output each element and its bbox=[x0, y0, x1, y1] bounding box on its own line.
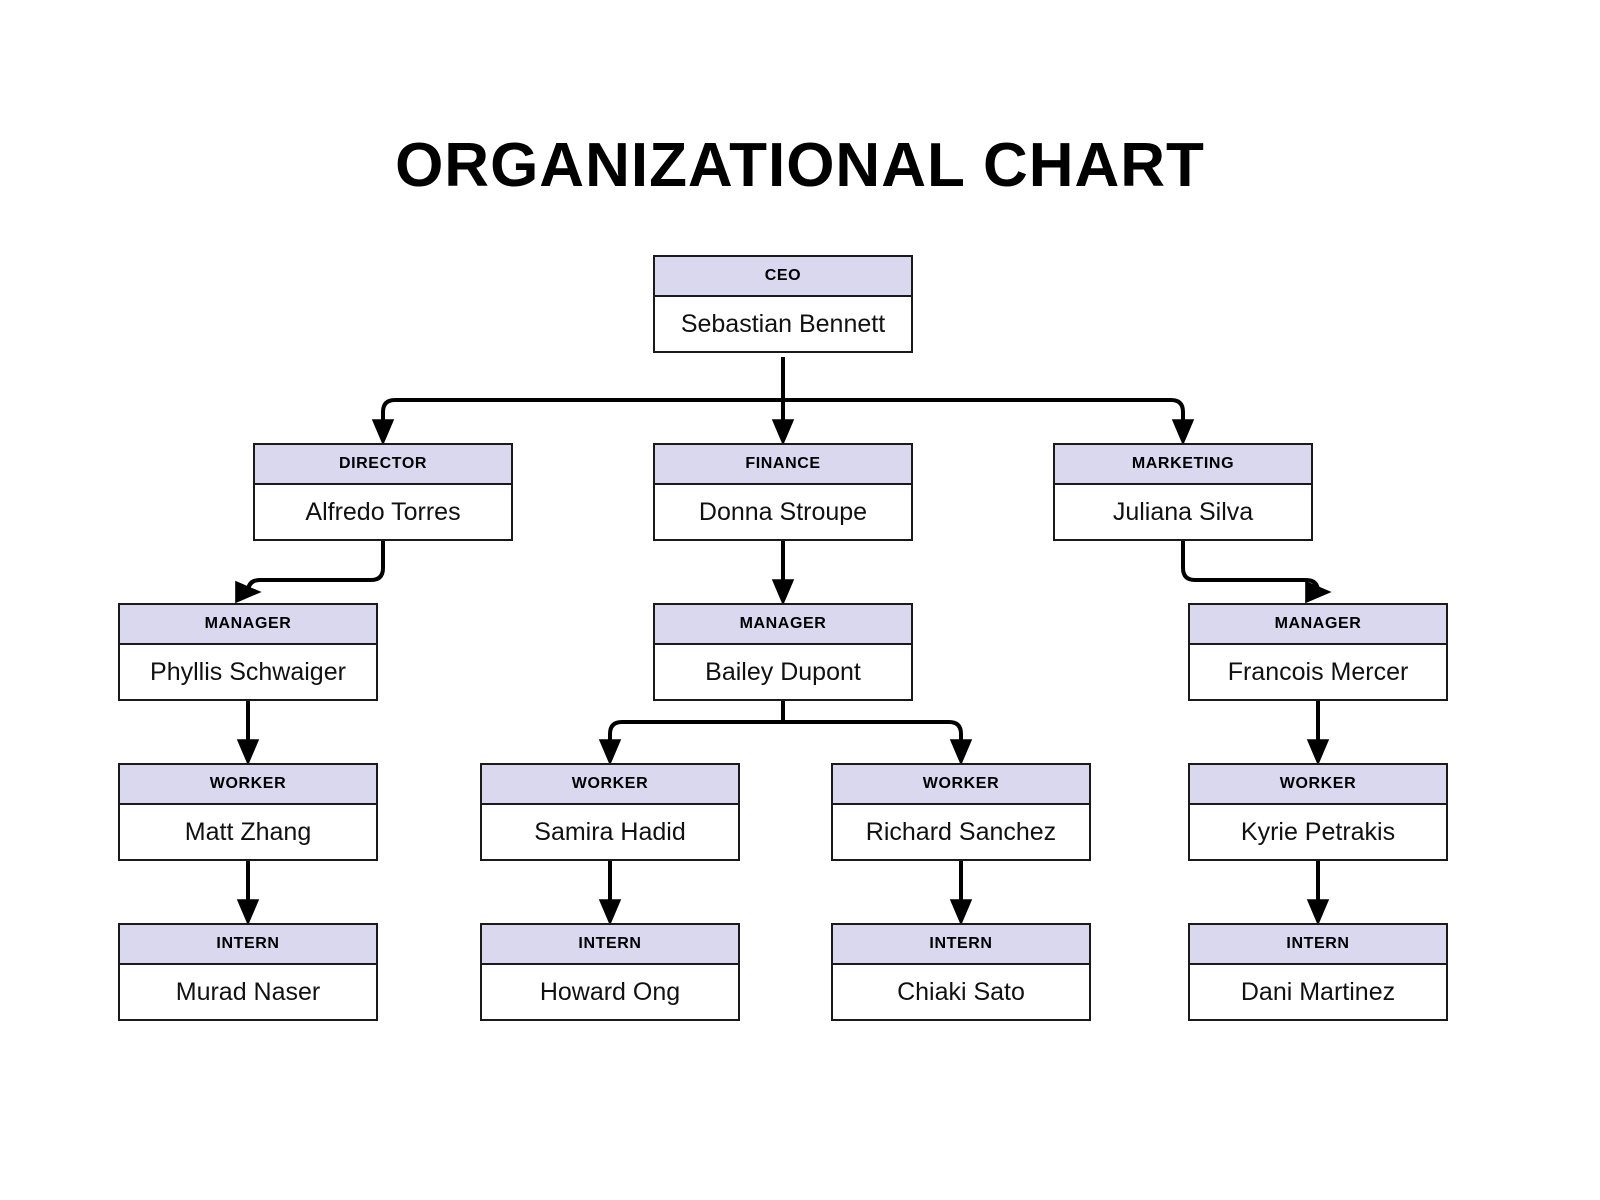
edge-marketing-manager bbox=[1181, 537, 1330, 606]
org-node-intern-1[interactable]: INTERN Murad Naser bbox=[118, 923, 378, 1021]
org-node-role: INTERN bbox=[1190, 925, 1446, 965]
org-node-name: Francois Mercer bbox=[1190, 645, 1446, 699]
org-node-name: Dani Martinez bbox=[1190, 965, 1446, 1019]
org-node-role: MANAGER bbox=[1190, 605, 1446, 645]
org-node-name: Chiaki Sato bbox=[833, 965, 1089, 1019]
org-node-role: FINANCE bbox=[655, 445, 911, 485]
org-node-role: MARKETING bbox=[1055, 445, 1311, 485]
org-node-role: MANAGER bbox=[655, 605, 911, 645]
edge-manager-worker-samira bbox=[598, 720, 783, 766]
edge-manager-worker-richard bbox=[783, 720, 973, 766]
org-node-name: Juliana Silva bbox=[1055, 485, 1311, 539]
org-node-worker-3[interactable]: WORKER Richard Sanchez bbox=[831, 763, 1091, 861]
org-node-intern-3[interactable]: INTERN Chiaki Sato bbox=[831, 923, 1091, 1021]
org-node-role: WORKER bbox=[1190, 765, 1446, 805]
edge-ceo-director bbox=[371, 398, 783, 446]
org-node-name: Kyrie Petrakis bbox=[1190, 805, 1446, 859]
page-title: ORGANIZATIONAL CHART bbox=[395, 131, 1205, 200]
edge-director-manager bbox=[236, 537, 385, 606]
org-node-manager-3[interactable]: MANAGER Francois Mercer bbox=[1188, 603, 1448, 701]
org-node-worker-2[interactable]: WORKER Samira Hadid bbox=[480, 763, 740, 861]
org-node-intern-2[interactable]: INTERN Howard Ong bbox=[480, 923, 740, 1021]
org-node-name: Howard Ong bbox=[482, 965, 738, 1019]
org-node-name: Matt Zhang bbox=[120, 805, 376, 859]
org-node-worker-4[interactable]: WORKER Kyrie Petrakis bbox=[1188, 763, 1448, 861]
org-node-name: Bailey Dupont bbox=[655, 645, 911, 699]
org-node-marketing[interactable]: MARKETING Juliana Silva bbox=[1053, 443, 1313, 541]
org-node-name: Donna Stroupe bbox=[655, 485, 911, 539]
edge-ceo-marketing bbox=[783, 398, 1195, 446]
org-node-role: CEO bbox=[655, 257, 911, 297]
org-node-intern-4[interactable]: INTERN Dani Martinez bbox=[1188, 923, 1448, 1021]
org-node-name: Samira Hadid bbox=[482, 805, 738, 859]
org-node-ceo[interactable]: CEO Sebastian Bennett bbox=[653, 255, 913, 353]
org-node-role: MANAGER bbox=[120, 605, 376, 645]
org-node-role: WORKER bbox=[120, 765, 376, 805]
org-node-role: INTERN bbox=[120, 925, 376, 965]
org-node-role: WORKER bbox=[482, 765, 738, 805]
org-node-name: Richard Sanchez bbox=[833, 805, 1089, 859]
org-node-role: INTERN bbox=[482, 925, 738, 965]
org-node-worker-1[interactable]: WORKER Matt Zhang bbox=[118, 763, 378, 861]
org-node-manager-1[interactable]: MANAGER Phyllis Schwaiger bbox=[118, 603, 378, 701]
org-node-name: Phyllis Schwaiger bbox=[120, 645, 376, 699]
org-node-name: Alfredo Torres bbox=[255, 485, 511, 539]
org-node-name: Sebastian Bennett bbox=[655, 297, 911, 351]
org-node-role: WORKER bbox=[833, 765, 1089, 805]
org-node-role: DIRECTOR bbox=[255, 445, 511, 485]
org-node-director[interactable]: DIRECTOR Alfredo Torres bbox=[253, 443, 513, 541]
org-node-manager-2[interactable]: MANAGER Bailey Dupont bbox=[653, 603, 913, 701]
org-node-role: INTERN bbox=[833, 925, 1089, 965]
org-node-name: Murad Naser bbox=[120, 965, 376, 1019]
org-node-finance[interactable]: FINANCE Donna Stroupe bbox=[653, 443, 913, 541]
